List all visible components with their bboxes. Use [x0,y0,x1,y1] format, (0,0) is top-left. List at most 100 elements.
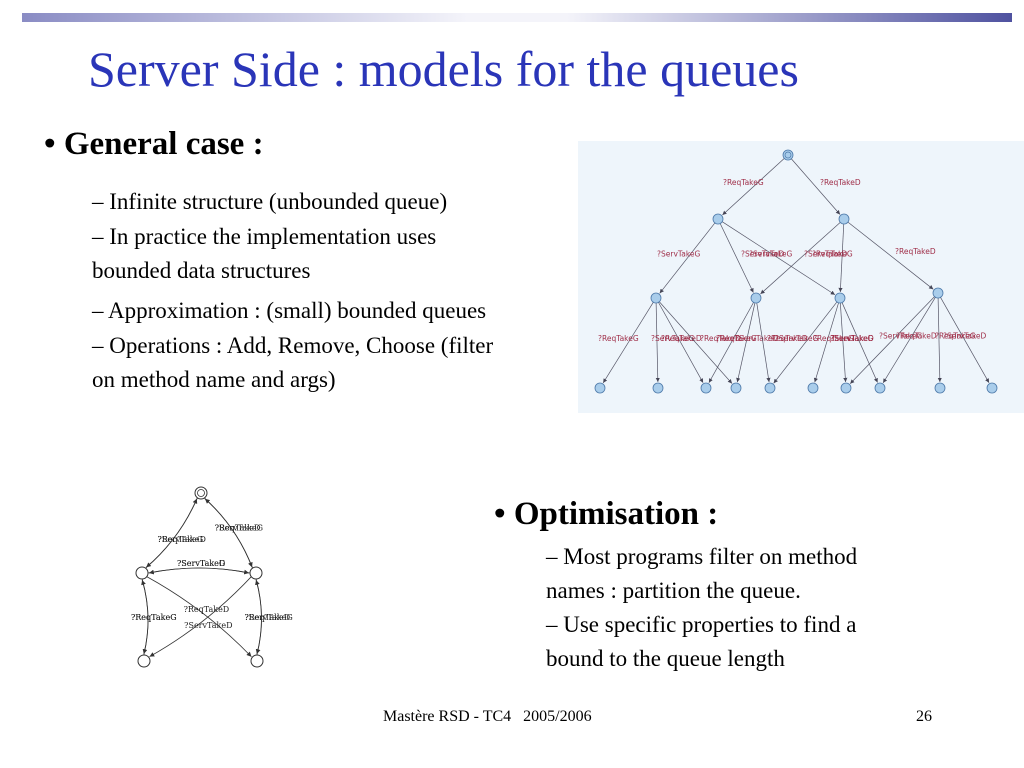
edge-label: ?ReqTakeD [700,334,741,343]
initial-state-ring [197,489,205,497]
edge-label: ?ServTakeG [177,559,225,568]
state-node [750,292,762,304]
state-node [650,292,662,304]
small-graph-canvas: ?ReqTakeG?ReqTakeD?ServTakeD?ServTakeG?R… [131,486,293,668]
graph-edge [838,223,845,293]
edge-label: ?ReqTakeD [895,247,936,256]
graph-edge [937,297,942,383]
state-node [712,213,724,225]
state-node [932,287,944,299]
edge-label: ?ReqTakeD [184,605,230,614]
graph-edge [145,497,198,568]
small-state-graph: ?ReqTakeG?ReqTakeD?ServTakeD?ServTakeG?R… [80,483,330,673]
general-line-1: – Infinite structure (unbounded queue) [92,189,448,214]
state-node [838,213,850,225]
edge-label: ?ServTakeD [184,621,232,630]
graph-edge [255,579,262,656]
general-heading: General case : [63,126,264,162]
general-line-6: on method name and args) [92,367,336,392]
initial-state-node [194,486,208,500]
edge-label: ?ReqTakeG [716,334,757,343]
edge-label: ?ReqTakeD [896,332,937,341]
edge-label: ?ServTakeG [775,334,819,343]
bullet-general-case: • General case : [44,126,264,162]
graph-edge [141,579,149,656]
graph-edge [791,158,841,215]
state-node [730,382,742,394]
edge-label: ?ReqTakeG [598,334,639,343]
edge-label: ?ReqTakeG [723,178,764,187]
general-line-4: – Approximation : (small) bounded queues [92,298,487,323]
graph-edge [813,302,839,383]
state-node [700,382,712,394]
graph-edge [658,302,704,383]
edge-label: ?ServTakeG [749,250,793,259]
graph-edge [204,497,253,568]
graph-edge [147,567,250,575]
graph-edge [602,302,654,384]
bullet-optimisation: • Optimisation : [494,496,719,532]
graph-edge [145,498,198,569]
edge-label: ?ReqTakeD [215,523,261,532]
graph-edge [722,221,836,296]
state-node [249,566,263,580]
edge-label: ?ReqTakeG [813,334,854,343]
graph-edge [204,498,253,569]
general-line-3: bounded data structures [92,258,311,283]
state-node [250,654,264,668]
edge-label: ?ServTakeG [657,250,701,259]
edge-label: ?ReqTakeG [131,613,177,622]
general-line-5: – Operations : Add, Remove, Choose (filt… [92,333,494,358]
edge-label: ?ReqTakeD [820,178,861,187]
edge-label: ?ReqTakeD [661,334,702,343]
initial-state-ring [784,151,792,159]
state-node [594,382,606,394]
footer-course: Mastère RSD - TC4 2005/2006 [383,708,592,725]
edge-label: ?ServTakeD [741,250,785,259]
large-graph-canvas: ?ReqTakeG?ReqTakeD?ServTakeG?ServTakeD?R… [594,149,998,394]
optimisation-heading: Optimisation : [513,496,719,532]
edge-label: ?ServTakeG [244,613,292,622]
state-node [840,382,852,394]
edge-label: ?ServTakeG [651,334,695,343]
edge-label: ?ReqTakeD [767,334,808,343]
graph-edge [736,302,756,383]
state-node [986,382,998,394]
graph-edge [146,576,252,658]
graph-edge [756,302,771,383]
top-accent-bar [22,13,1012,22]
edge-label: ?ReqTakeG [935,332,976,341]
edge-label: ?ServTakeG [215,523,263,532]
state-node [137,654,151,668]
optimisation-line-2: names : partition the queue. [546,578,801,603]
state-node [807,382,819,394]
state-node [764,382,776,394]
graph-edge [659,301,733,384]
graph-edge [839,302,848,383]
edge-label: ?ServTakeD [831,334,875,343]
state-node [652,382,664,394]
edge-label: ?ReqTakeG [158,535,204,544]
edge-label: ?ServTakeD [943,332,987,341]
optimisation-line-1: – Most programs filter on method [546,544,858,569]
edge-label: ?ServTakeD [804,250,848,259]
state-node [874,382,886,394]
state-node [934,382,946,394]
edge-label: ?ServTakeG [879,332,923,341]
state-node [135,566,149,580]
graph-edge [708,302,754,383]
graph-edge [659,222,716,294]
graph-edge [719,223,754,293]
general-line-2: – In practice the implementation uses [92,224,437,249]
graph-edge [940,297,990,383]
edge-label: ?ServTakeD [177,559,225,568]
optimisation-line-4: bound to the queue length [546,646,785,671]
graph-edge [849,296,935,384]
graph-edge [722,158,785,216]
edge-label: ?ReqTakeG [812,250,853,259]
graph-edge [760,222,841,295]
graph-edge [841,302,878,383]
graph-edge [882,297,936,384]
edge-label: ?ServTakeD [735,334,779,343]
slide-title: Server Side : models for the queues [88,41,799,97]
